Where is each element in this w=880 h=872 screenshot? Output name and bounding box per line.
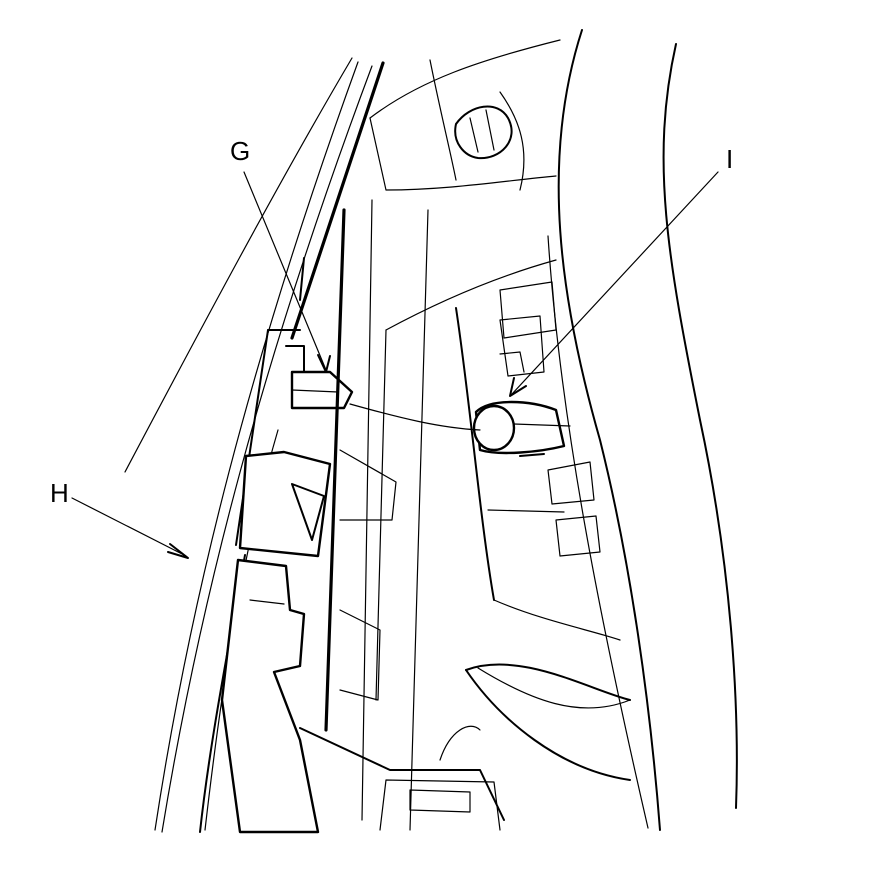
- connector-i: [349, 400, 571, 457]
- base-bracket: [299, 727, 505, 831]
- callout-label-i: I: [726, 144, 733, 174]
- upper-bracket: [369, 39, 561, 191]
- panel-tabs: [220, 450, 332, 834]
- callout-label-g: G: [230, 136, 250, 166]
- callout-label-h: H: [50, 478, 69, 508]
- right-body-edges: [547, 29, 738, 831]
- leader-lines: [71, 171, 719, 559]
- inner-panel-lines: [324, 199, 429, 831]
- lower-pocket: [439, 663, 631, 781]
- inner-frame: [339, 259, 621, 701]
